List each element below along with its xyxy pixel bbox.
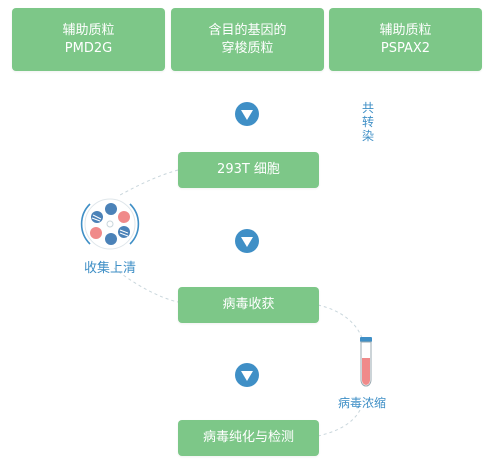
- plasmid-box-pspax2: 辅助质粒 PSPAX2: [329, 8, 482, 71]
- dashed-connector: [317, 304, 363, 339]
- plasmid-box-label: 辅助质粒: [62, 22, 115, 38]
- step-label: 293T 细胞: [217, 162, 280, 177]
- plasmid-box-label: 穿梭质粒: [221, 40, 274, 56]
- step-box-293t-cells: 293T 细胞: [178, 152, 319, 188]
- collect-supernatant-label: 收集上清: [84, 261, 137, 276]
- culture-dish-icon: [80, 198, 140, 250]
- centrifuge-tube-icon: [360, 337, 372, 387]
- dashed-connector: [113, 267, 179, 303]
- plasmid-box-label: 含目的基因的: [208, 22, 287, 38]
- step-label: 病毒收获: [222, 297, 275, 312]
- plasmid-box-label: PMD2G: [64, 40, 113, 56]
- dashed-connector: [117, 169, 179, 197]
- cotransfection-label: 共 转 染: [361, 101, 375, 143]
- dashed-connector: [317, 409, 361, 437]
- step-label: 病毒纯化与检测: [202, 430, 294, 445]
- cotransfection-char: 转: [361, 115, 374, 129]
- step-box-virus-harvest: 病毒收获: [178, 287, 319, 323]
- arrow-down-icon: [235, 229, 259, 253]
- virus-concentration-label: 病毒浓缩: [338, 396, 387, 410]
- cotransfection-char: 共: [361, 101, 374, 115]
- cotransfection-char: 染: [361, 129, 374, 143]
- plasmid-box-label: 辅助质粒: [379, 22, 432, 38]
- plasmid-box-label: PSPAX2: [380, 40, 431, 56]
- arrow-down-icon: [235, 363, 259, 387]
- plasmid-box-shuttle: 含目的基因的 穿梭质粒: [171, 8, 324, 71]
- arrow-down-icon: [235, 102, 259, 126]
- step-box-purification: 病毒纯化与检测: [178, 420, 319, 456]
- plasmid-box-pmd2g: 辅助质粒 PMD2G: [12, 8, 165, 71]
